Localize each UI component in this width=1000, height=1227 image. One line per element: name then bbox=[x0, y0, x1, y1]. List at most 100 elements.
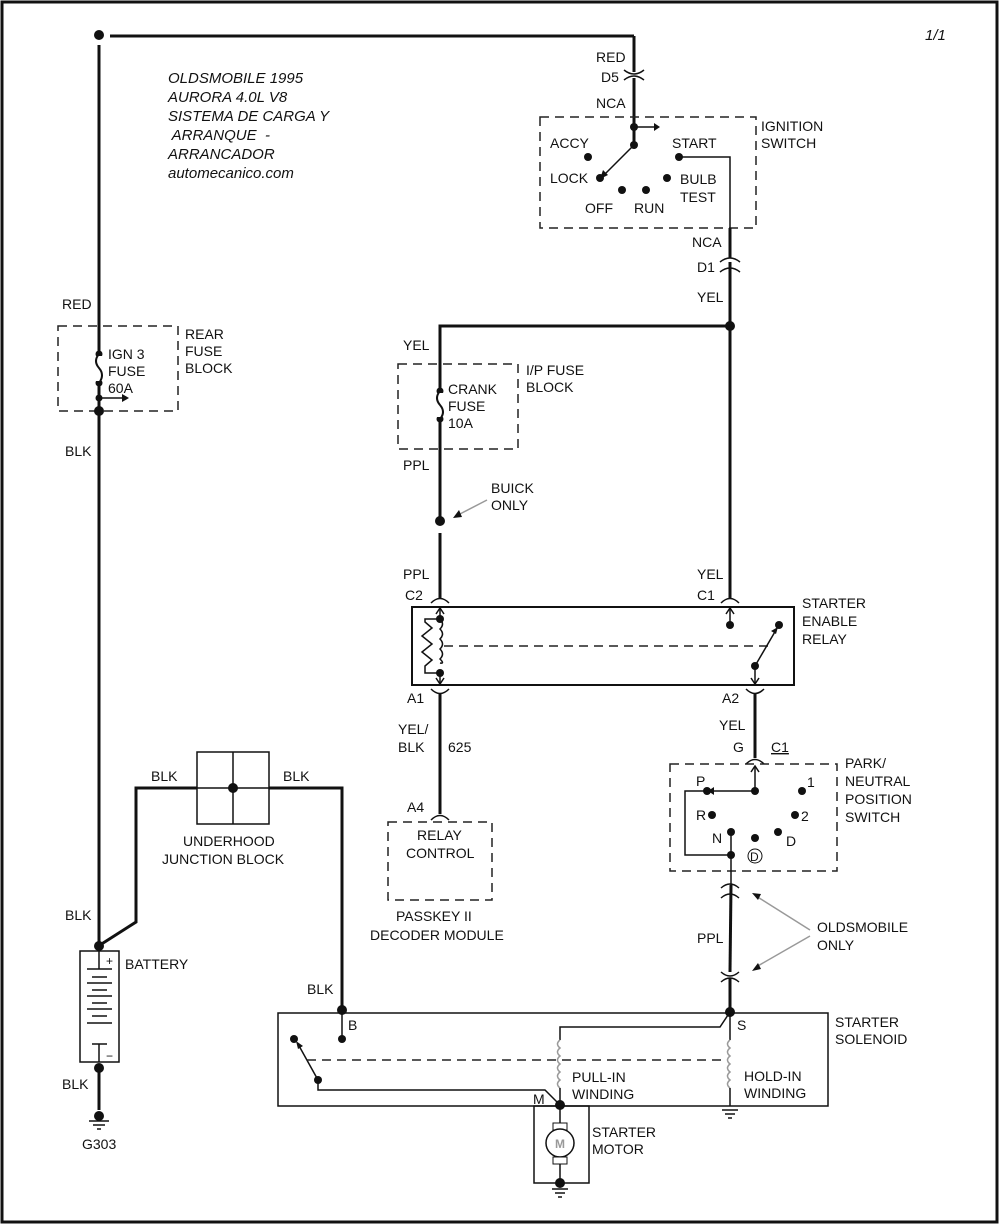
wire-color-label: YEL/ bbox=[398, 721, 428, 737]
connector-label: G bbox=[733, 739, 744, 755]
position-accy: ACCY bbox=[550, 135, 590, 151]
position-d: D bbox=[786, 833, 796, 849]
wire-color-label: YEL bbox=[719, 717, 746, 733]
position-run: RUN bbox=[634, 200, 664, 216]
connector-a2 bbox=[745, 688, 765, 695]
wire-color-label: BLK bbox=[398, 739, 425, 755]
position-2: 2 bbox=[801, 808, 809, 824]
wire-color-label: BLK bbox=[65, 907, 92, 923]
pointer-arrow-icon bbox=[453, 510, 462, 518]
position-p: P bbox=[696, 773, 705, 789]
title-line: automecanico.com bbox=[168, 165, 294, 182]
component-label: BATTERY bbox=[125, 956, 189, 972]
fuse-label: IGN 3 bbox=[108, 346, 145, 362]
position-lock: LOCK bbox=[550, 170, 589, 186]
component-label: BLOCK bbox=[185, 360, 233, 376]
position-r: R bbox=[696, 807, 706, 823]
connector-a4 bbox=[430, 814, 450, 821]
component-label: SOLENOID bbox=[835, 1031, 907, 1047]
ip-fuse-block: CRANK FUSE 10A bbox=[397, 363, 519, 450]
component-label: JUNCTION BLOCK bbox=[162, 851, 285, 867]
position-off: OFF bbox=[585, 200, 613, 216]
wire-color-label: RED bbox=[596, 49, 626, 65]
module-label: RELAY bbox=[417, 827, 463, 843]
component-label: IGNITION bbox=[761, 118, 823, 134]
component-label: REAR bbox=[185, 326, 224, 342]
ground-icon bbox=[89, 1111, 109, 1130]
component-label: POSITION bbox=[845, 791, 912, 807]
fuse-rating: 60A bbox=[108, 380, 134, 396]
starter-solenoid: B S M PULL-IN WINDING HOLD-IN WINDING bbox=[277, 1005, 829, 1110]
splice-dot bbox=[435, 516, 445, 526]
component-label: SWITCH bbox=[761, 135, 816, 151]
rear-fuse-block: IGN 3 FUSE 60A bbox=[57, 325, 179, 416]
fuse-icon bbox=[436, 390, 444, 420]
position-bulb-test: TEST bbox=[680, 189, 716, 205]
positive-terminal: + bbox=[106, 954, 113, 968]
component-label: MOTOR bbox=[592, 1141, 644, 1157]
wire-color-label: BLK bbox=[151, 768, 178, 784]
component-label: FUSE bbox=[185, 343, 222, 359]
wire-color-label: BLK bbox=[65, 443, 92, 459]
connector-label: D1 bbox=[697, 259, 715, 275]
wire-color-label: BLK bbox=[283, 768, 310, 784]
terminal-m: M bbox=[533, 1091, 545, 1107]
component-label: I/P FUSE bbox=[526, 362, 584, 378]
connector-label: D5 bbox=[601, 69, 619, 85]
battery-feed-wire bbox=[94, 30, 636, 945]
component-label: BLOCK bbox=[526, 379, 574, 395]
component-label: STARTER bbox=[592, 1124, 656, 1140]
title-line: ARRANCADOR bbox=[167, 146, 275, 163]
component-label: PARK/ bbox=[845, 755, 886, 771]
page-number: 1/1 bbox=[925, 27, 946, 44]
pointer-line bbox=[755, 895, 811, 931]
fuse-rating: 10A bbox=[448, 415, 474, 431]
motor-symbol: M bbox=[555, 1137, 565, 1151]
fuse-icon bbox=[95, 353, 103, 384]
diagram-title: OLDSMOBILE 1995 AURORA 4.0L V8 SISTEMA D… bbox=[167, 70, 330, 182]
battery: + − bbox=[79, 950, 120, 1063]
title-line: ARRANQUE - bbox=[168, 127, 270, 144]
terminal-s: S bbox=[737, 1017, 746, 1033]
winding-label: WINDING bbox=[744, 1085, 806, 1101]
component-label: STARTER bbox=[835, 1014, 899, 1030]
pointer-arrow-icon bbox=[752, 963, 761, 971]
note-label: BUICK bbox=[491, 480, 534, 496]
component-label: STARTER bbox=[802, 595, 866, 611]
winding-label: WINDING bbox=[572, 1086, 634, 1102]
position-circled-d: D bbox=[750, 850, 759, 864]
circuit-label: NCA bbox=[596, 95, 626, 111]
title-line: SISTEMA DE CARGA Y bbox=[168, 108, 330, 125]
connector-c1-pnp bbox=[745, 758, 765, 765]
component-label: DECODER MODULE bbox=[370, 927, 504, 943]
component-label: ENABLE bbox=[802, 613, 857, 629]
ground-icon bbox=[722, 1109, 738, 1119]
note-label: ONLY bbox=[817, 937, 855, 953]
connector-label: A1 bbox=[407, 690, 424, 706]
position-1: 1 bbox=[807, 774, 815, 790]
pointer-line bbox=[457, 499, 488, 516]
module-label: CONTROL bbox=[406, 845, 475, 861]
starter-enable-relay bbox=[411, 597, 795, 695]
connector-label: C1 bbox=[771, 739, 789, 755]
component-label: NEUTRAL bbox=[845, 773, 911, 789]
connector-d5 bbox=[623, 69, 645, 81]
connector-label: A2 bbox=[722, 690, 739, 706]
underhood-junction-block bbox=[196, 751, 270, 825]
winding-label: HOLD-IN bbox=[744, 1068, 802, 1084]
component-label: UNDERHOOD bbox=[183, 833, 275, 849]
position-bulb-test: BULB bbox=[680, 171, 717, 187]
passkey-decoder-module: RELAY CONTROL bbox=[387, 821, 493, 901]
circuit-label: 625 bbox=[448, 739, 472, 755]
circuit-label: NCA bbox=[692, 234, 722, 250]
connector-label: C1 bbox=[697, 587, 715, 603]
component-label: SWITCH bbox=[845, 809, 900, 825]
wire-color-label: RED bbox=[62, 296, 92, 312]
title-line: OLDSMOBILE 1995 bbox=[168, 70, 304, 87]
splice-dot bbox=[94, 30, 104, 40]
negative-terminal: − bbox=[106, 1049, 113, 1063]
fuse-label: FUSE bbox=[448, 398, 485, 414]
fuse-label: CRANK bbox=[448, 381, 498, 397]
